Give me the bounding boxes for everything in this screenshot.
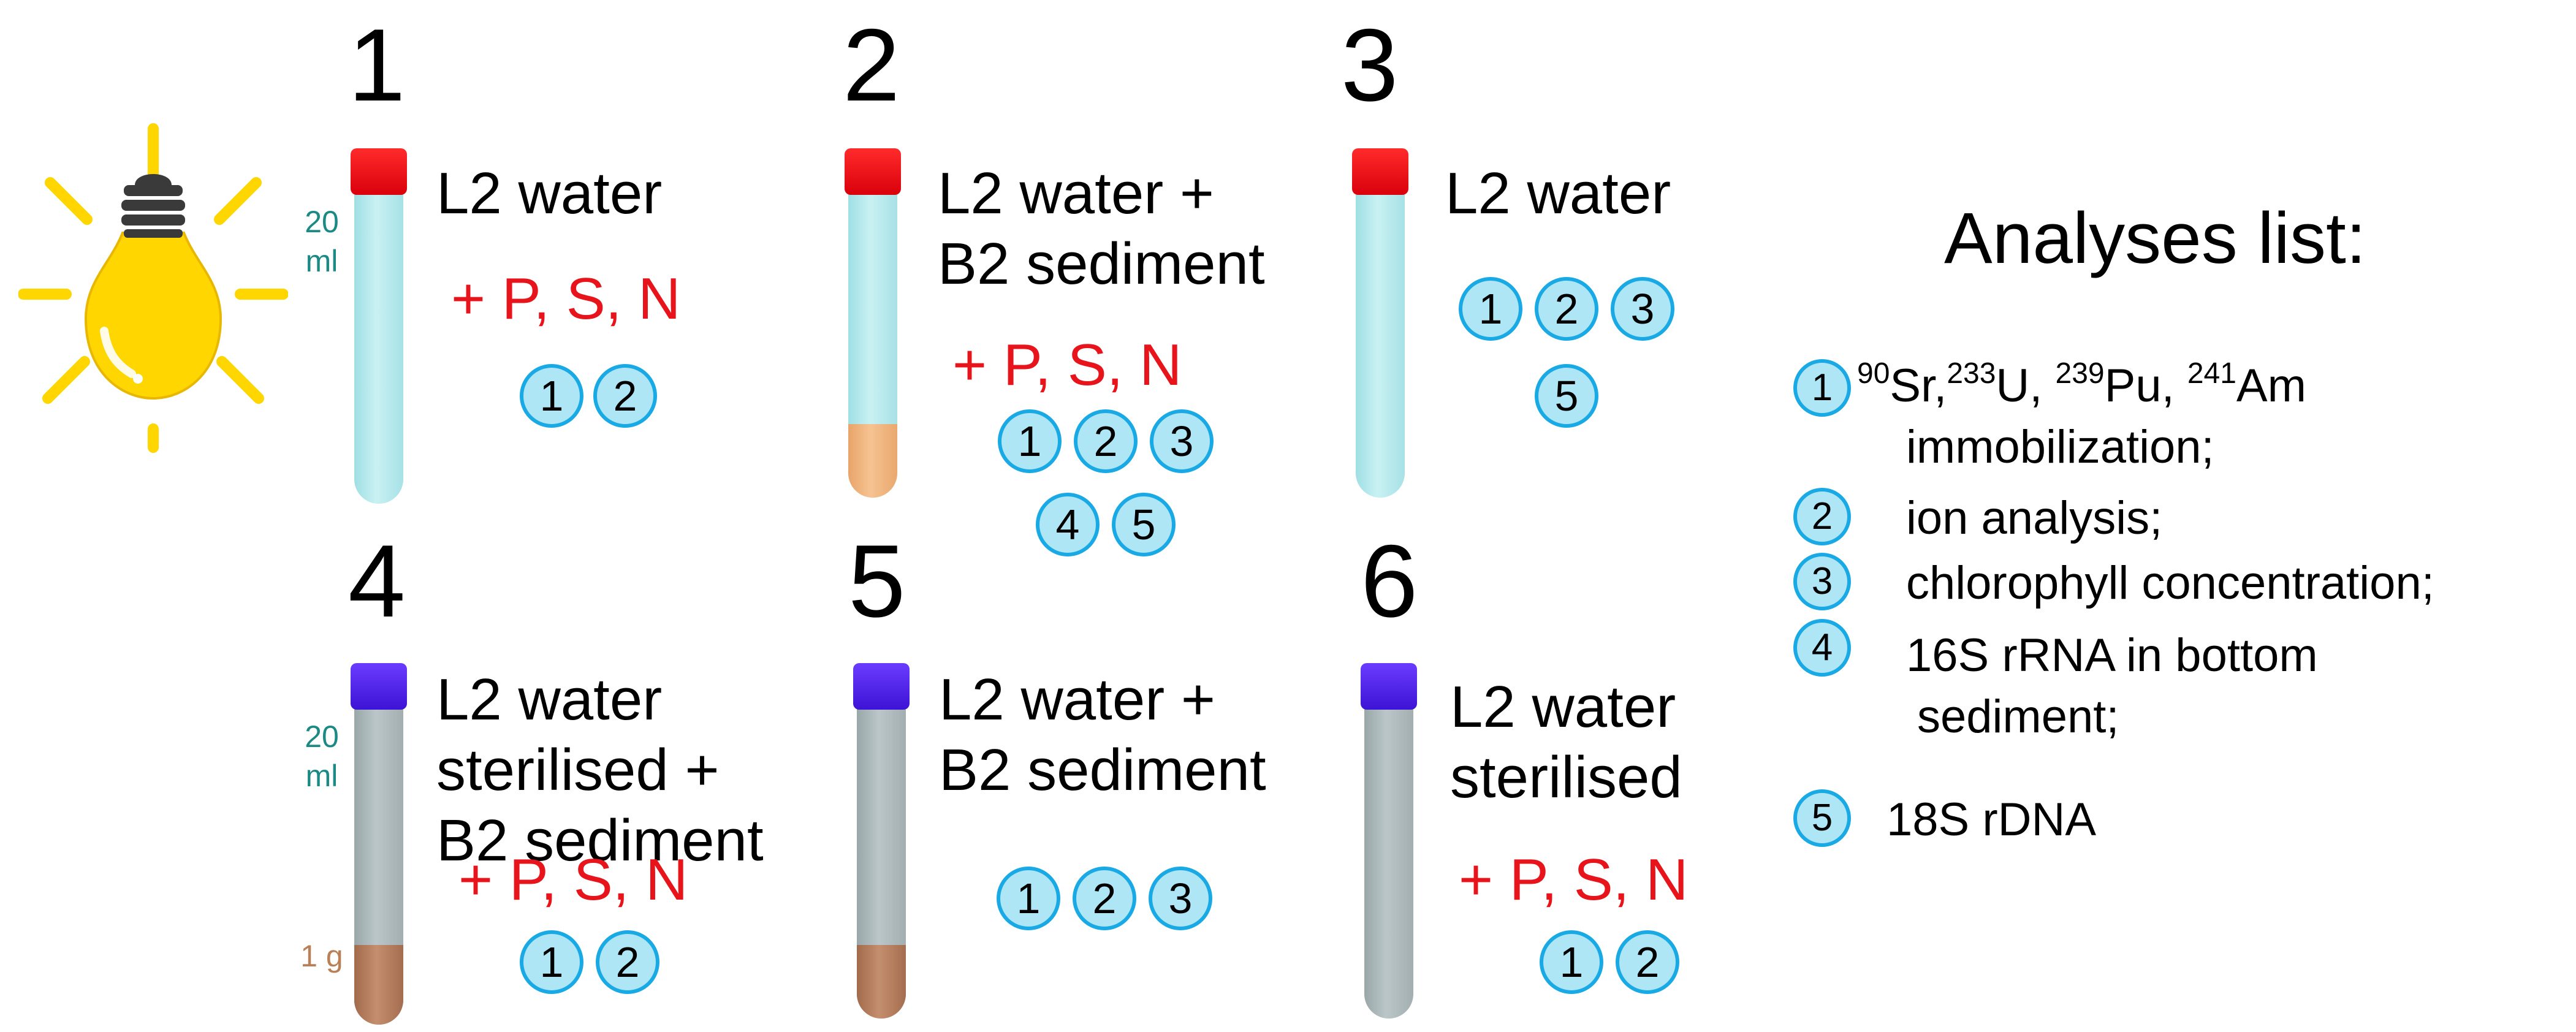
volume-label: 20 ml [282, 717, 362, 795]
tube-cap [853, 663, 910, 710]
analysis-marker: 1 [520, 364, 583, 428]
tube-cap [351, 663, 407, 710]
analysis-marker: 2 [596, 930, 659, 994]
analysis-marker: 2 [1535, 277, 1598, 341]
analysis-marker: 1 [1459, 277, 1522, 341]
analysis-marker: 5 [1535, 364, 1598, 428]
experiment-number: 6 [1361, 523, 1418, 639]
tube-cap [1352, 148, 1408, 195]
analysis-marker: 3 [1611, 277, 1674, 341]
legend-marker: 1 [1793, 359, 1851, 417]
sample-label: L2 water + B2 sediment [938, 161, 1265, 297]
legend-title: Analyses list: [1944, 198, 2366, 279]
sample-label: L2 water sterilised [1450, 674, 1682, 810]
analysis-marker: 3 [1149, 867, 1212, 930]
legend-item-immobilization: 90Sr,233U, 239Pu, 241Am immobilization; [1857, 355, 2306, 478]
test-tube [351, 663, 407, 1025]
test-tube [1352, 148, 1408, 498]
legend-item-18s-rdna: 18S rDNA [1886, 794, 2097, 846]
analysis-marker: 1 [1540, 930, 1603, 994]
analysis-marker: 2 [1616, 930, 1679, 994]
experiment-number: 5 [848, 523, 906, 639]
analysis-marker: 1 [998, 409, 1062, 473]
volume-value: 20 [305, 205, 339, 239]
volume-unit: ml [305, 244, 338, 278]
sediment-layer [857, 945, 906, 1019]
analysis-marker: 3 [1150, 409, 1214, 473]
sediment-layer [848, 424, 897, 498]
legend-isotopes: 90Sr,233U, 239Pu, 241Am [1857, 357, 2306, 412]
analysis-marker: 5 [1112, 493, 1176, 556]
additives-label: + P, S, N [1459, 847, 1689, 912]
tube-cap [1361, 663, 1417, 710]
tube-cap [351, 148, 407, 195]
sample-label: L2 water sterilised + B2 sediment [436, 667, 764, 873]
analysis-marker: 1 [997, 867, 1060, 930]
test-tube [351, 148, 407, 504]
test-tube [853, 663, 910, 1019]
test-tube [1361, 663, 1417, 1019]
experiment-number: 4 [348, 523, 406, 639]
sample-label: L2 water [1445, 161, 1671, 226]
analysis-marker: 1 [520, 930, 583, 994]
analysis-marker: 2 [593, 364, 657, 428]
analysis-marker: 2 [1074, 409, 1138, 473]
experiment-number: 2 [843, 7, 900, 123]
legend-marker: 2 [1793, 488, 1851, 545]
legend-item-chlorophyll: chlorophyll concentration; [1906, 557, 2434, 609]
analysis-marker: 4 [1036, 493, 1100, 556]
analysis-marker: 2 [1073, 867, 1136, 930]
additives-label: + P, S, N [458, 847, 688, 912]
volume-label: 20 ml [282, 202, 362, 281]
additives-label: + P, S, N [952, 332, 1182, 398]
legend-marker: 5 [1793, 789, 1851, 847]
sediment-layer [354, 945, 403, 1025]
legend-item-ion-analysis: ion analysis; [1906, 492, 2163, 544]
additives-label: + P, S, N [451, 266, 681, 332]
legend-item-16s-rrna: 16S rRNA in bottom sediment; [1906, 629, 2318, 743]
volume-value: 20 [305, 719, 339, 754]
volume-unit: ml [305, 759, 338, 793]
sediment-mass-label: 1 g [300, 939, 343, 973]
experiment-number: 1 [348, 7, 406, 123]
test-tube [845, 148, 901, 498]
legend-marker: 3 [1793, 553, 1851, 610]
tube-cap [845, 148, 901, 195]
experiment-number: 3 [1341, 7, 1399, 123]
sample-label: L2 water + B2 sediment [939, 667, 1266, 803]
sample-label: L2 water [436, 161, 663, 226]
light-bulb-icon [18, 123, 288, 453]
legend-marker: 4 [1793, 619, 1851, 677]
